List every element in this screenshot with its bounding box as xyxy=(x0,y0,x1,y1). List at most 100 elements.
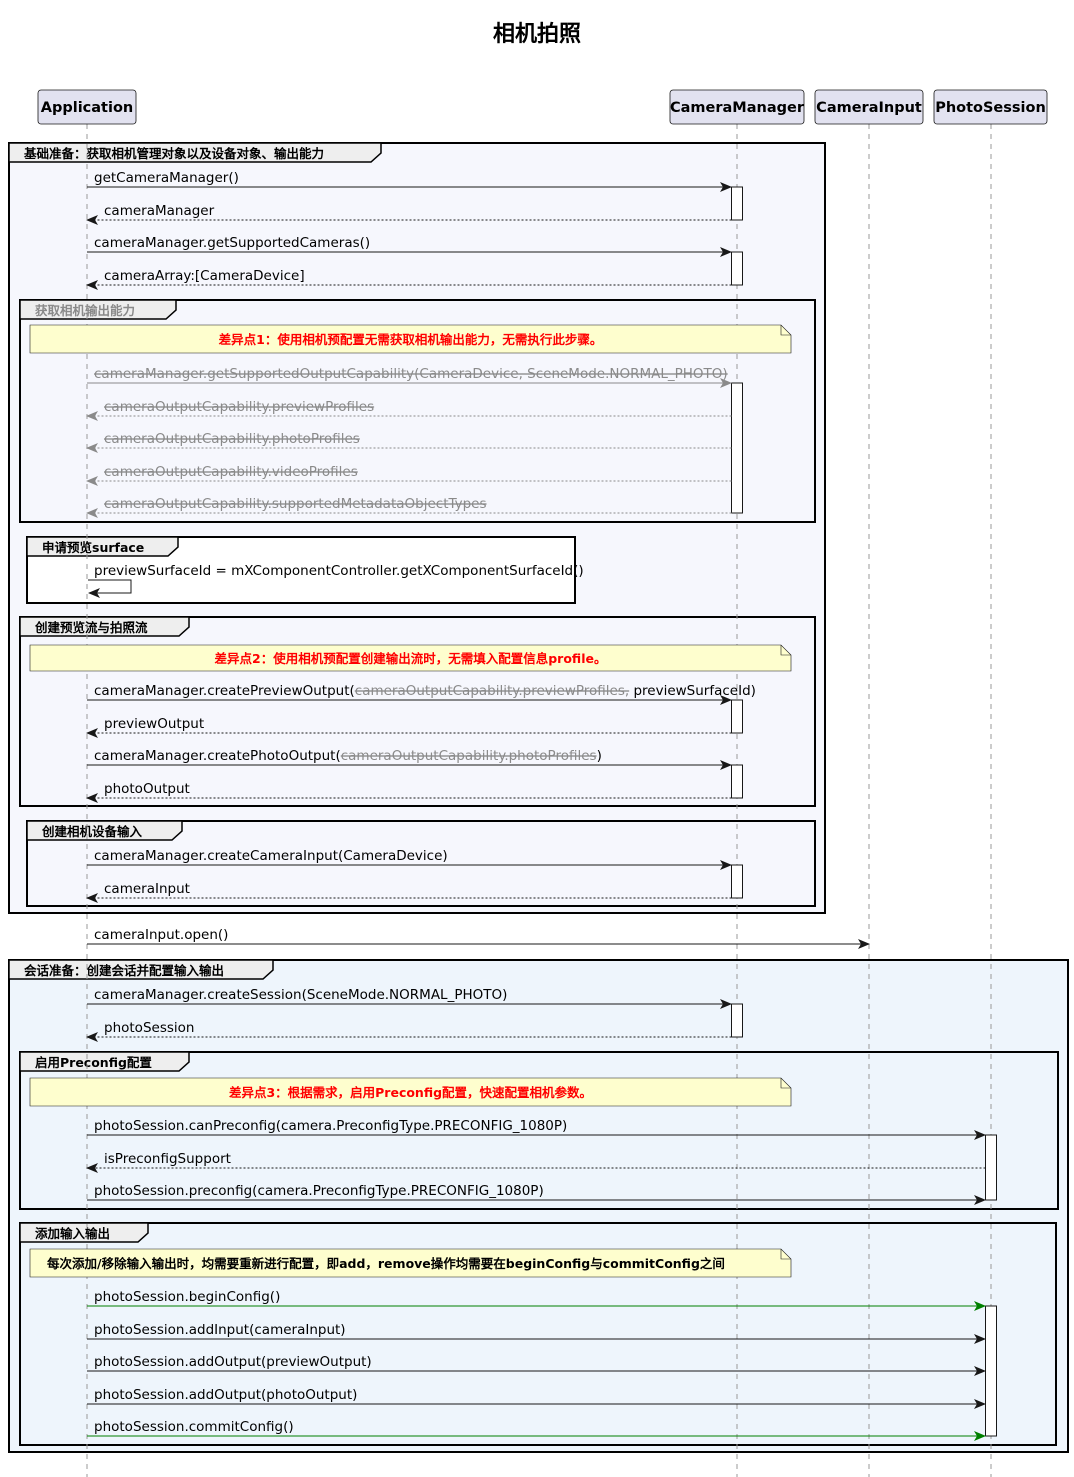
activation-bar xyxy=(731,186,743,221)
message-label: cameraManager.createPreviewOutput(camera… xyxy=(94,683,756,699)
message-label-segment: cameraManager xyxy=(104,203,215,219)
group-tab xyxy=(19,299,177,320)
message-label-segment: cameraOutputCapability.previewProfiles, xyxy=(355,683,629,699)
group-label: 获取相机输出能力 xyxy=(35,303,135,318)
message-label: cameraInput.open() xyxy=(94,927,228,943)
group-label: 创建相机设备输入 xyxy=(41,824,143,839)
message-label: cameraManager.createPhotoOutput(cameraOu… xyxy=(94,748,602,764)
activation-bar xyxy=(731,864,743,899)
message-label-segment: photoOutput xyxy=(104,781,190,797)
message-label: cameraArray:[CameraDevice] xyxy=(104,268,305,284)
note-fold xyxy=(780,325,791,336)
message-m14: photoOutput xyxy=(86,781,732,803)
message-m25: photoSession.addOutput(previewOutput) xyxy=(87,1354,986,1376)
message-label: photoSession.preconfig(camera.PreconfigT… xyxy=(94,1183,544,1199)
message-m26: photoSession.addOutput(photoOutput) xyxy=(87,1387,986,1409)
message-m2: cameraManager xyxy=(86,203,732,225)
message-label-segment: cameraInput.open() xyxy=(94,927,228,943)
participant-box xyxy=(37,89,137,125)
message-label: photoSession.canPreconfig(camera.Preconf… xyxy=(94,1118,567,1134)
activation-bar xyxy=(731,382,743,514)
group-label: 添加输入输出 xyxy=(35,1226,110,1241)
message-label-segment: cameraManager.createPhotoOutput( xyxy=(94,748,341,764)
participant-ps: PhotoSession xyxy=(933,89,1048,125)
note-box xyxy=(29,1248,792,1278)
note-n1: 差异点1：使用相机预配置无需获取相机输出能力，无需执行此步骤。 xyxy=(29,324,792,354)
activation-bar xyxy=(985,1134,997,1201)
message-label-segment: photoSession.addOutput(photoOutput) xyxy=(94,1387,357,1403)
message-label-segment: previewOutput xyxy=(104,716,204,732)
participant-label: CameraManager xyxy=(670,100,805,116)
message-arrow xyxy=(88,579,132,598)
notes-layer: 差异点1：使用相机预配置无需获取相机输出能力，无需执行此步骤。差异点2：使用相机… xyxy=(29,324,792,1278)
message-label-segment: cameraManager.getSupportedCameras() xyxy=(94,235,370,251)
group-tab xyxy=(8,142,382,163)
participant-label: CameraInput xyxy=(816,100,922,116)
message-label: cameraManager.createSession(SceneMode.NO… xyxy=(94,987,507,1003)
note-text: 每次添加/移除输入输出时，均需要重新进行配置，即add，remove操作均需要在… xyxy=(47,1256,725,1271)
message-label-segment: getCameraManager() xyxy=(94,170,239,186)
message-label-segment: cameraOutputCapability.videoProfiles xyxy=(104,464,358,480)
group-tab xyxy=(26,820,183,841)
message-m10: previewSurfaceId = mXComponentController… xyxy=(88,563,584,598)
message-label-segment: photoSession.preconfig(camera.PreconfigT… xyxy=(94,1183,544,1199)
message-label: getCameraManager() xyxy=(94,170,239,186)
note-box xyxy=(29,1077,792,1107)
message-label: cameraOutputCapability.videoProfiles xyxy=(104,464,358,480)
message-label-segment: previewSurfaceId = mXComponentController… xyxy=(94,563,584,579)
message-m19: photoSession xyxy=(86,1020,732,1042)
message-label: cameraManager.getSupportedCameras() xyxy=(94,235,370,251)
message-label: photoSession.commitConfig() xyxy=(94,1419,294,1435)
group-frame-g3: 申请预览surface xyxy=(26,536,576,604)
message-m13: cameraManager.createPhotoOutput(cameraOu… xyxy=(87,748,732,770)
note-fold xyxy=(780,1078,791,1089)
message-label: cameraManager xyxy=(104,203,215,219)
group-label: 基础准备：获取相机管理对象以及设备对象、输出能力 xyxy=(23,146,324,161)
message-label-segment: photoSession.beginConfig() xyxy=(94,1289,280,1305)
message-m1: getCameraManager() xyxy=(87,170,732,192)
group-label: 会话准备：创建会话并配置输入输出 xyxy=(24,963,224,978)
note-n4: 每次添加/移除输入输出时，均需要重新进行配置，即add，remove操作均需要在… xyxy=(29,1248,792,1278)
participants-layer: Application CameraManager CameraInput Photo… xyxy=(37,89,1048,125)
message-label-segment: cameraOutputCapability.photoProfiles xyxy=(104,431,360,447)
message-label: photoSession.addOutput(previewOutput) xyxy=(94,1354,372,1370)
message-m11: cameraManager.createPreviewOutput(camera… xyxy=(87,683,756,705)
activation-bar xyxy=(731,764,743,799)
message-m8: cameraOutputCapability.videoProfiles xyxy=(86,464,732,486)
note-text: 差异点1：使用相机预配置无需获取相机输出能力，无需执行此步骤。 xyxy=(218,332,603,347)
participant-cm: CameraManager xyxy=(669,89,805,125)
message-label: previewSurfaceId = mXComponentController… xyxy=(94,563,584,579)
participant-label: PhotoSession xyxy=(935,100,1046,116)
message-label: photoSession.beginConfig() xyxy=(94,1289,280,1305)
note-fold xyxy=(780,645,791,656)
group-tab xyxy=(8,959,274,980)
message-label-segment: cameraOutputCapability.previewProfiles xyxy=(104,399,374,415)
message-m22: photoSession.preconfig(camera.PreconfigT… xyxy=(87,1183,986,1205)
note-box xyxy=(29,644,792,672)
message-m18: cameraManager.createSession(SceneMode.NO… xyxy=(87,987,732,1009)
message-label-segment: cameraArray:[CameraDevice] xyxy=(104,268,305,284)
group-tab xyxy=(19,1222,149,1243)
participant-box xyxy=(669,89,805,125)
message-label-segment: cameraManager.createPreviewOutput( xyxy=(94,683,355,699)
message-m27: photoSession.commitConfig() xyxy=(87,1419,986,1441)
message-label-segment: cameraOutputCapability.supportedMetadata… xyxy=(104,496,487,512)
message-m6: cameraOutputCapability.previewProfiles xyxy=(86,399,732,421)
message-m7: cameraOutputCapability.photoProfiles xyxy=(86,431,732,453)
message-m24: photoSession.addInput(cameraInput) xyxy=(87,1322,986,1344)
messages-layer: getCameraManager() cameraManager cameraMan… xyxy=(86,170,986,1441)
message-m20: photoSession.canPreconfig(camera.Preconf… xyxy=(87,1118,986,1140)
message-label-segment: cameraManager.getSupportedOutputCapabili… xyxy=(94,366,728,382)
participant-ci: CameraInput xyxy=(814,89,924,125)
participant-box xyxy=(933,89,1048,125)
message-label-segment: cameraOutputCapability.photoProfiles xyxy=(341,748,597,764)
message-m16: cameraInput xyxy=(86,881,732,903)
group-frame-g5: 创建相机设备输入 xyxy=(26,820,816,907)
message-label-segment: photoSession xyxy=(104,1020,194,1036)
message-m12: previewOutput xyxy=(86,716,732,738)
message-label: cameraOutputCapability.previewProfiles xyxy=(104,399,374,415)
message-label-segment: cameraManager.createCameraInput(CameraDe… xyxy=(94,848,448,864)
message-label: cameraManager.createCameraInput(CameraDe… xyxy=(94,848,448,864)
message-label-segment: isPreconfigSupport xyxy=(104,1151,231,1167)
participant-app: Application xyxy=(37,89,137,125)
